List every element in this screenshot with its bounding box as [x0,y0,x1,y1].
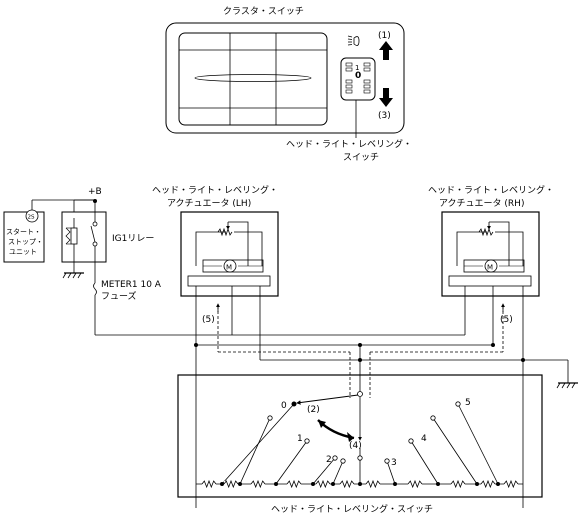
junction-dot [393,482,397,486]
callout-2: (2) [307,405,320,415]
actuator-lh-label-line2: アクチュエータ (LH) [167,198,251,209]
fuse-label-line2: フューズ [101,290,137,302]
position-label-3: 3 [391,458,397,468]
leveling-switch-caption-line2: スイッチ [343,152,379,163]
unit-label-line2: ストップ・ [8,238,43,246]
motor-rh-letter: M [487,264,493,272]
resistor-icon [286,479,302,489]
ig1-relay-label: IG1リレー [112,234,154,244]
relay-coil [70,227,78,245]
junction-dot [496,482,500,486]
arrow-down-icon [379,88,393,107]
ig1-relay: +B IG1リレー [61,187,154,283]
meter1-fuse: METER1 10 A フューズ [93,280,465,336]
resistor-icon [250,479,266,489]
resistor-icon [480,479,496,489]
position-label-2: 2 [326,455,332,465]
cluster-bezel [165,22,405,134]
cluster-display [178,32,328,126]
leveling-switch: (2) (4) 0 1 2 3 4 5 [177,360,543,515]
callout-1: (1) [378,31,391,41]
plus-b-label: +B [88,187,102,197]
cluster-switch-title: クラスタ・スイッチ [223,6,304,17]
unit-label-line1: スタート・ [6,227,41,236]
actuator-lh: ヘッド・ライト・レベリング・ アクチュエータ (LH) M (5) [152,184,279,508]
junction-dot [238,482,242,486]
callout-5-rh: (5) [500,315,513,325]
motor-lh-letter: M [226,264,232,272]
resistor-icon [339,479,355,489]
leveling-switch-caption: ヘッド・ライト・レベリング・スイッチ [271,503,433,515]
junction-dot [220,482,224,486]
arrow-up-icon [379,41,393,60]
leveling-roller-switch[interactable] [340,57,376,101]
callout-4: (4) [349,441,362,451]
cluster-switch: クラスタ・スイッチ 1 0 (1) (3) ヘッド・ライト [165,6,412,163]
junction-dot [436,482,440,486]
resistor-icon [223,479,239,489]
resistor-icon [503,479,519,489]
resistor-icon [315,479,331,489]
junction-dot [358,482,362,486]
ground-icon-right [556,382,578,389]
junction-dot [274,482,278,486]
unit-badge: 2S [28,215,35,221]
junction-dot [475,482,479,486]
leveling-switch-caption-line1: ヘッド・ライト・レベリング・ [286,138,412,150]
start-stop-unit: 2S スタート・ ストップ・ ユニット [3,199,95,263]
position-label-5: 5 [465,398,471,408]
position-label-0: 0 [281,401,287,411]
resistor-icon [450,479,466,489]
fuse-label-line1: METER1 10 A [101,280,162,290]
resistor-icon [201,479,217,489]
actuator-rh-label-line1: ヘッド・ライト・レベリング・ [428,184,554,196]
resistor-icon [407,479,423,489]
connector-lh [187,275,271,287]
motor-icon-rh [484,259,498,273]
fuse-icon [93,282,97,296]
junction-dot [311,482,315,486]
position-label-4: 4 [421,434,427,444]
motor-icon-lh [223,259,237,273]
unit-label-line3: ユニット [9,248,37,256]
dial-zero-mark: 0 [355,71,361,81]
position-label-1: 1 [297,434,303,444]
dial-tick: 1 [355,64,359,72]
callout-5-lh: (5) [202,315,215,325]
callout-3: (3) [378,111,391,121]
actuator-rh-label-line2: アクチュエータ (RH) [439,198,524,209]
actuator-rh: ヘッド・ライト・レベリング・ アクチュエータ (RH) M (5) [428,184,554,508]
wiring [196,303,569,398]
headlight-icon [347,35,360,46]
connector-rh [448,275,532,287]
resistor-icon [365,479,381,489]
actuator-lh-label-line1: ヘッド・ライト・レベリング・ [152,184,278,196]
rotary-wiper[interactable] [296,394,359,405]
junction-dot [331,482,335,486]
